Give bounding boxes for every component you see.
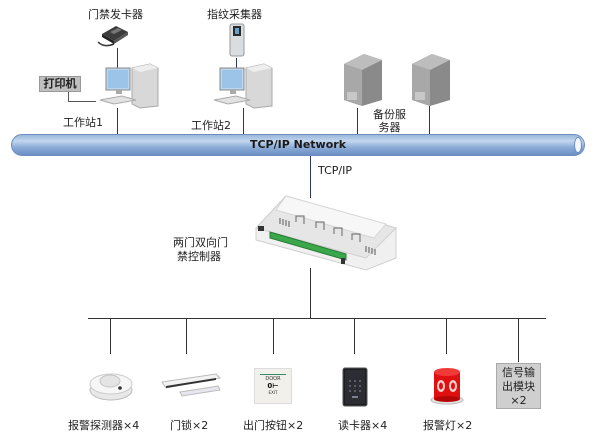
backup-server-label-line2: 务器	[378, 121, 401, 134]
controller-network-link	[310, 156, 311, 198]
fingerprint-collector-icon	[229, 23, 245, 57]
workstation-2-link	[243, 108, 244, 134]
controller-label: 两门双向门 禁控制器	[173, 236, 228, 264]
printer-box: 打印机	[39, 76, 81, 92]
key-icon: 0⊢	[267, 382, 279, 390]
backup-server-1-icon	[344, 54, 382, 106]
fingerprint-collector-label: 指纹采集器	[207, 8, 262, 21]
alarm-light-link	[446, 318, 447, 354]
exit-button-icon: DOOR 0⊢ EXIT	[254, 368, 292, 404]
alarm-light-icon	[430, 368, 464, 405]
signal-output-module: 信号输 出模块 ×2	[496, 363, 541, 409]
magnetic-lock-icon	[161, 373, 222, 397]
device-label-alarm-light: 报警灯×2	[423, 419, 473, 432]
network-label: TCP/IP Network	[249, 138, 347, 151]
workstation-1-label: 工作站1	[63, 116, 103, 129]
backup-server-1-link	[357, 108, 358, 134]
card-issuer-link	[117, 48, 118, 68]
backup-server-2-link	[429, 106, 430, 134]
controller-bus-link	[310, 268, 311, 318]
backup-server-2-icon	[412, 54, 450, 106]
exit-button-link	[273, 318, 274, 354]
workstation-1-icon	[99, 63, 159, 109]
device-label-smoke-detector: 报警探测器×4	[68, 419, 140, 432]
card-reader-icon	[342, 367, 368, 407]
door-controller-icon	[255, 195, 397, 271]
printer-link-h	[68, 101, 96, 102]
tcpip-link-label: TCP/IP	[318, 164, 352, 177]
exit-button-stripe	[260, 374, 286, 375]
card-issuer-label: 门禁发卡器	[88, 8, 143, 21]
signal-module-line2: 出模块	[502, 380, 535, 393]
signal-module-line3: ×2	[510, 394, 527, 407]
printer-link-v	[68, 92, 69, 102]
device-label-card-reader: 读卡器×4	[338, 419, 388, 432]
backup-server-label-line1: 备份服	[373, 108, 406, 121]
card-reader-link	[354, 318, 355, 354]
printer-label: 打印机	[43, 77, 77, 90]
workstation-2-icon	[213, 63, 273, 109]
tcpip-network-bar: TCP/IP Network	[11, 134, 585, 156]
door-lock-link	[186, 318, 187, 354]
fingerprint-link	[236, 58, 237, 68]
device-label-exit-button: 出门按钮×2	[243, 419, 304, 432]
controller-label-line2: 禁控制器	[177, 250, 221, 263]
device-label-door-lock: 门锁×2	[170, 419, 209, 432]
pipe-end-cap	[574, 137, 582, 153]
smoke-detector-link	[110, 318, 111, 354]
card-issuer-icon	[97, 26, 128, 47]
workstation-1-link	[117, 108, 118, 134]
exit-button-exit-text: EXIT	[268, 390, 278, 395]
smoke-detector-icon	[89, 373, 133, 401]
exit-button-door-text: DOOR	[265, 376, 281, 382]
signal-module-link	[518, 318, 519, 362]
backup-server-label: 备份服 务器	[373, 108, 406, 134]
signal-module-line1: 信号输	[502, 366, 535, 379]
workstation-2-label: 工作站2	[191, 119, 231, 132]
device-bus-line	[88, 318, 546, 319]
controller-label-line1: 两门双向门	[173, 236, 228, 249]
